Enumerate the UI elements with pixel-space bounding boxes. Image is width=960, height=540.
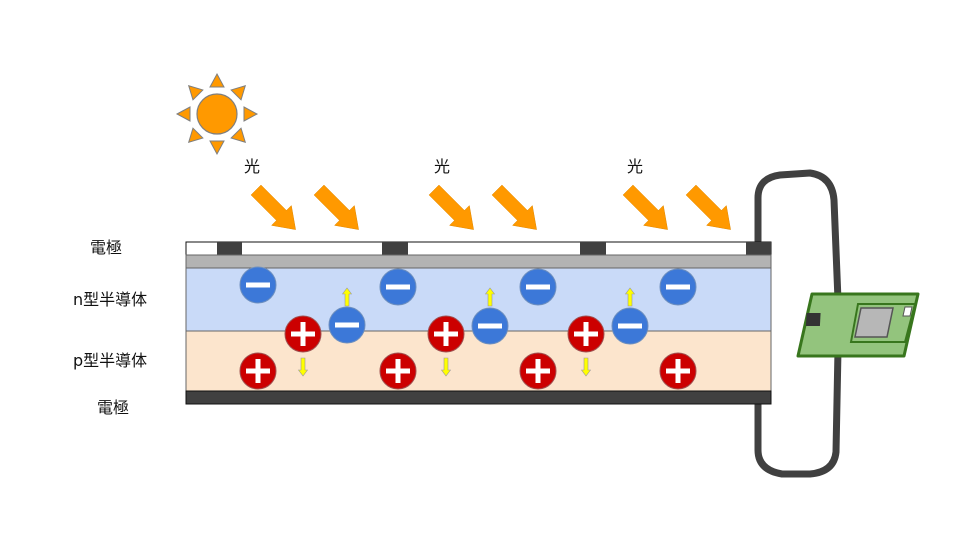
electron-minus-icon <box>379 268 417 306</box>
hole-plus-icon <box>284 315 322 353</box>
light-arrows <box>250 184 731 230</box>
circuit-board-icon <box>796 292 920 358</box>
hole-plus-icon <box>567 315 605 353</box>
hole-plus-icon <box>239 352 277 390</box>
light-arrow-icon <box>685 184 731 230</box>
light-arrow-icon <box>622 184 668 230</box>
wire <box>754 169 842 478</box>
electron-minus-icon <box>659 268 697 306</box>
light-label-2: 光 <box>434 157 450 176</box>
hole-plus-icon <box>379 352 417 390</box>
arrow-down-icon <box>297 357 309 377</box>
light-arrow-icon <box>250 184 296 230</box>
bottom-electrode <box>185 390 772 405</box>
drift-arrows <box>297 287 636 377</box>
bottom-electrode-label: 電極 <box>97 398 129 417</box>
arrow-up-icon <box>484 287 496 307</box>
electron-minus-icon <box>519 268 557 306</box>
sun-ray <box>230 127 247 144</box>
sun-ray <box>209 72 225 88</box>
arrow-up-icon <box>341 287 353 307</box>
top-electrode-finger <box>580 242 606 255</box>
top-electrode-finger <box>746 242 771 255</box>
electron-minus-icon <box>239 266 277 304</box>
transparent-layer <box>185 254 772 269</box>
sun-ray <box>209 140 225 156</box>
electron-minus-icon <box>611 307 649 345</box>
hole-plus-icon <box>427 315 465 353</box>
sun-ray <box>187 127 204 144</box>
light-arrow-icon <box>428 184 474 230</box>
arrow-down-icon <box>440 357 452 377</box>
arrow-down-icon <box>580 357 592 377</box>
top-electrode-finger <box>217 242 242 255</box>
sun-ray <box>230 84 247 101</box>
p-type-label: p型半導体 <box>73 351 147 370</box>
arrow-up-icon <box>624 287 636 307</box>
light-label-3: 光 <box>627 157 643 176</box>
electron-minus-icon <box>471 307 509 345</box>
sun-icon <box>175 72 259 156</box>
hole-plus-icon <box>659 352 697 390</box>
sun-ray <box>187 84 204 101</box>
light-arrow-icon <box>313 184 359 230</box>
electron-minus-icon <box>328 306 366 344</box>
light-label-1: 光 <box>244 157 260 176</box>
carriers <box>239 266 697 390</box>
n-type-label: n型半導体 <box>73 290 147 309</box>
sun-ray <box>243 106 259 122</box>
light-arrow-icon <box>491 184 537 230</box>
sun-disc <box>196 93 238 135</box>
top-electrode-strip <box>185 241 772 256</box>
top-electrode-label: 電極 <box>90 238 122 257</box>
top-electrode-finger <box>382 242 408 255</box>
sun-ray <box>175 106 191 122</box>
hole-plus-icon <box>519 352 557 390</box>
